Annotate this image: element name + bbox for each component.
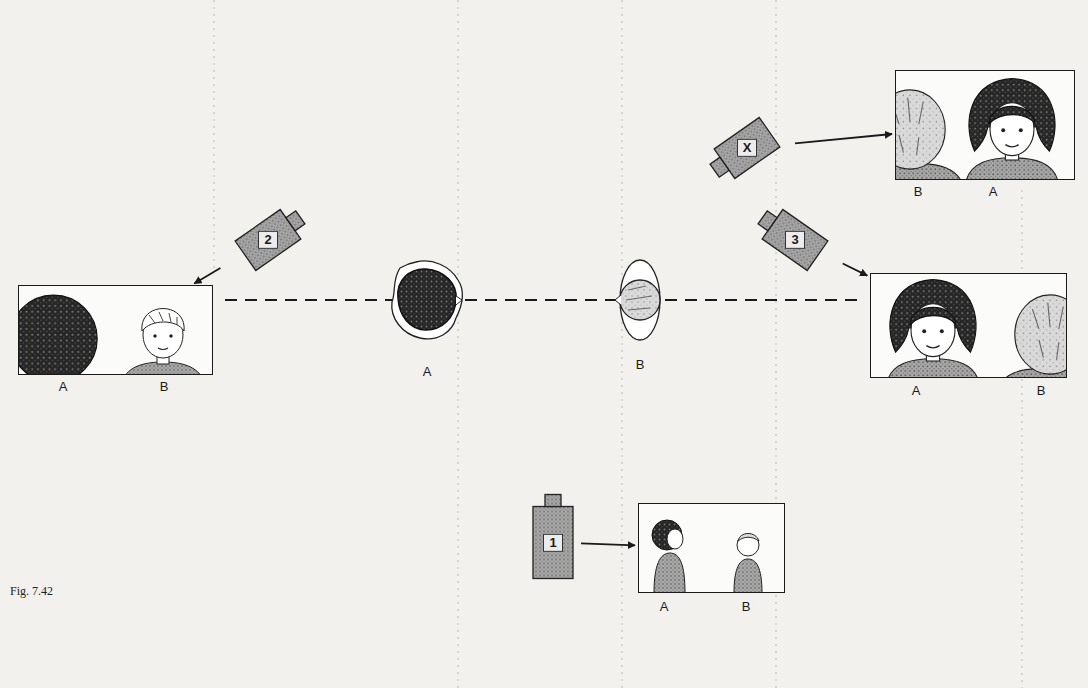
shot-label: B xyxy=(912,185,925,199)
camera-number: 3 xyxy=(785,231,805,249)
shot-frame: AB xyxy=(870,273,1067,378)
person: A xyxy=(392,262,462,338)
guide-lines xyxy=(214,0,1022,688)
shot-frame: BA xyxy=(895,70,1075,180)
shot-label: B xyxy=(158,380,171,394)
shot-label: A xyxy=(57,380,70,394)
camera: 2 xyxy=(223,205,313,275)
person-label: A xyxy=(421,365,434,379)
shot-2-picture xyxy=(0,285,213,402)
shot-1-picture xyxy=(638,503,785,593)
shot-frame: AB xyxy=(638,503,785,593)
shot-label: A xyxy=(987,185,1000,199)
shot-label: A xyxy=(658,600,671,614)
camera: 3 xyxy=(750,205,840,275)
camera: 1 xyxy=(528,485,578,600)
camera-number: 1 xyxy=(543,533,563,551)
person: B xyxy=(612,260,668,340)
figure-number: Fig. 7.42 xyxy=(10,584,53,599)
axis-of-action xyxy=(225,299,858,301)
person-a-top-view xyxy=(392,261,463,339)
view-arrow xyxy=(581,543,635,545)
shot-3-picture xyxy=(870,273,1088,395)
camera: X xyxy=(702,113,792,183)
view-arrow xyxy=(194,268,220,283)
shot-x-picture xyxy=(855,70,1075,190)
person-b-top-view xyxy=(615,260,660,340)
camera-number: 2 xyxy=(258,231,278,249)
person-label: B xyxy=(634,358,647,372)
shot-label: B xyxy=(740,600,753,614)
camera-number: X xyxy=(737,139,757,157)
shot-frame: AB xyxy=(18,285,213,375)
shot-label: B xyxy=(1035,384,1048,398)
shot-label: A xyxy=(910,384,923,398)
view-arrow xyxy=(795,134,892,143)
view-arrow xyxy=(843,264,868,276)
